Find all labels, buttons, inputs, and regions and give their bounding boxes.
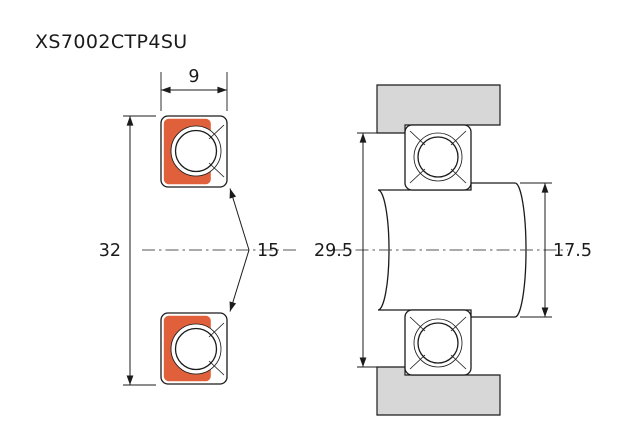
dim-outer-diameter: 32 <box>99 115 156 386</box>
dim-shaft-shoulder: 17.5 <box>520 182 592 318</box>
dimension-line <box>229 188 250 251</box>
dim-housing-shoulder: 29.5 <box>314 132 377 368</box>
bearing-section-top <box>160 115 228 188</box>
part-number: XS7002CTP4SU <box>35 31 188 53</box>
cross-section-view: 9 32 15 <box>99 67 300 386</box>
raceway-line <box>450 168 467 184</box>
ball <box>174 129 218 173</box>
raceway-line <box>450 130 467 146</box>
dim-width: 9 <box>160 67 228 111</box>
dim-od-label: 32 <box>99 241 121 261</box>
raceway-line <box>208 124 225 140</box>
dimension-line <box>229 249 250 312</box>
dim-width-label: 9 <box>188 67 199 87</box>
bearing-section-bottom <box>160 312 228 385</box>
dim-shaft-shoulder-label: 17.5 <box>553 241 592 261</box>
mounted-bearing-section-top <box>404 124 472 191</box>
mounted-view: 29.5 17.5 <box>314 84 592 416</box>
raceway-line <box>208 162 225 178</box>
cage-circle <box>413 132 463 182</box>
dim-bore-diameter: 15 <box>229 188 279 312</box>
dim-housing-shoulder-label: 29.5 <box>314 241 353 261</box>
ball <box>417 136 459 178</box>
raceway-line <box>409 130 426 146</box>
cage-circle <box>170 125 222 177</box>
mounted-bearing-section-bottom <box>404 309 472 376</box>
dim-bore-label: 15 <box>257 241 279 261</box>
raceway-line <box>409 168 426 184</box>
